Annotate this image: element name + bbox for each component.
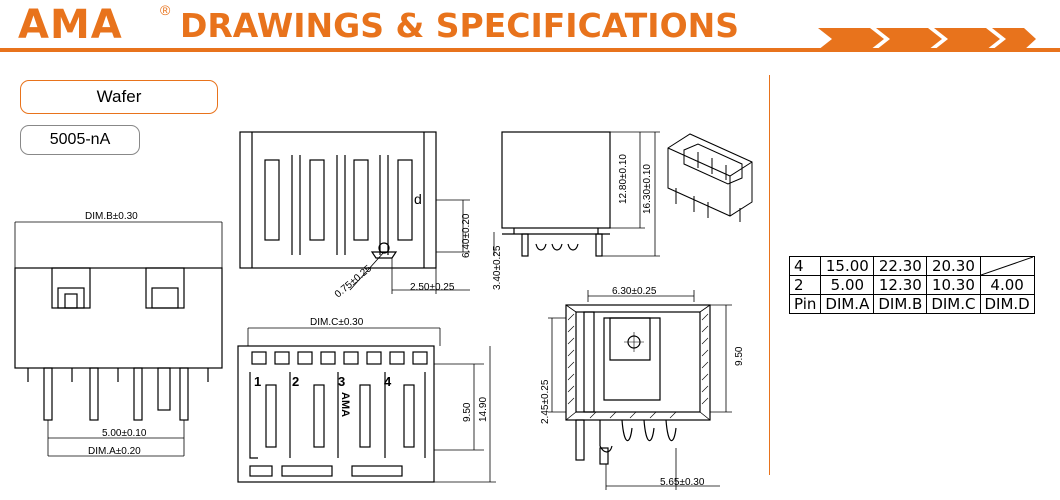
- bottom-logo: AMA: [339, 392, 351, 417]
- cell-dim-d: 4.00: [979, 275, 1035, 295]
- dim-top-offset: 2.50±0.25: [410, 282, 455, 293]
- pin-number-4: 4: [384, 374, 392, 389]
- front-pins: [43, 367, 189, 421]
- page-title: DRAWINGS & SPECIFICATIONS: [180, 6, 740, 45]
- diagonal-slash-icon: [980, 257, 1033, 275]
- cell-dim-d-empty: [979, 256, 1035, 276]
- part-number-label: 5005-nA: [49, 131, 111, 148]
- dim-top-post: 0.75±0.25: [333, 263, 374, 300]
- dim-side-tail: 3.40±0.25: [492, 245, 503, 290]
- header-dim-d: DIM.D: [979, 294, 1035, 314]
- header-dim-c: DIM.C: [926, 294, 981, 314]
- cell-dim-b: 22.30: [873, 256, 928, 276]
- part-number-pill: 5005-nA: [20, 125, 140, 155]
- brand-logo: AMA: [18, 2, 123, 48]
- technical-drawings: DIM.B±0.30 5.00±0.10 DIM.A±0.20: [14, 131, 753, 490]
- cell-dim-c: 20.30: [926, 256, 981, 276]
- header-pin: Pin: [788, 294, 822, 314]
- dim-section-top: 6.30±0.25: [612, 286, 657, 297]
- panel-divider: [769, 75, 770, 475]
- pin-number-3: 3: [338, 374, 345, 389]
- cell-dim-a: 5.00: [820, 275, 875, 295]
- category-pill: Wafer: [20, 80, 218, 114]
- dim-bottom-width: DIM.C±0.30: [310, 317, 364, 328]
- header-dim-b: DIM.B: [873, 294, 928, 314]
- category-label: Wafer: [96, 87, 142, 106]
- top-view: d 6.40±0.20 0.75±0.25 2.50±0.25: [239, 131, 472, 300]
- section-view: 6.30±0.25 9.50: [540, 286, 745, 490]
- bottom-slots: [251, 351, 428, 365]
- top-label-d: d: [414, 191, 422, 207]
- registered-mark: ®: [160, 2, 171, 18]
- side-view: 12.80±0.10 16.30±0.10 3.40±0.25: [492, 131, 660, 290]
- table-header-row: Pin DIM.A DIM.B DIM.C DIM.D: [788, 294, 1035, 314]
- cell-pin: 4: [788, 256, 822, 276]
- front-view: DIM.B±0.30 5.00±0.10 DIM.A±0.20: [14, 211, 223, 457]
- dim-section-bottom: 5.65±0.30: [660, 477, 705, 488]
- pin-number-2: 2: [292, 374, 299, 389]
- dim-front-top: DIM.B±0.30: [85, 211, 138, 222]
- dim-section-height: 9.50: [734, 346, 745, 366]
- chevron-arrows-icon: [818, 28, 1036, 50]
- dim-front-bottom: DIM.A±0.20: [88, 446, 141, 457]
- pin-number-1: 1: [254, 374, 261, 389]
- dim-section-depth: 2.45±0.25: [540, 379, 551, 424]
- table-row: 4 15.00 22.30 20.30: [788, 256, 1035, 276]
- header-dim-a: DIM.A: [820, 294, 875, 314]
- header: AMA ® DRAWINGS & SPECIFICATIONS: [0, 0, 1060, 52]
- section-hatch: [567, 313, 709, 419]
- cell-dim-b: 12.30: [873, 275, 928, 295]
- dim-side-total: 16.30±0.10: [642, 164, 653, 214]
- cell-dim-a: 15.00: [820, 256, 875, 276]
- dimension-spec-table: 4 15.00 22.30 20.30 2 5.00 12.30 10.30 4…: [788, 256, 1035, 314]
- header-rule: [0, 48, 1060, 52]
- dim-bottom-inner: 9.50: [462, 402, 473, 422]
- bottom-view: DIM.C±0.30 1 2 3 4 AMA 9.50 14.90: [237, 317, 496, 483]
- table-row: 2 5.00 12.30 10.30 4.00: [788, 275, 1035, 295]
- dim-front-pitch: 5.00±0.10: [102, 428, 147, 439]
- dim-side-height: 12.80±0.10: [618, 154, 629, 204]
- dim-bottom-outer: 14.90: [478, 397, 489, 422]
- cell-pin: 2: [788, 275, 822, 295]
- isometric-view: [667, 133, 753, 222]
- dim-top-height: 6.40±0.20: [461, 213, 472, 258]
- cell-dim-c: 10.30: [926, 275, 981, 295]
